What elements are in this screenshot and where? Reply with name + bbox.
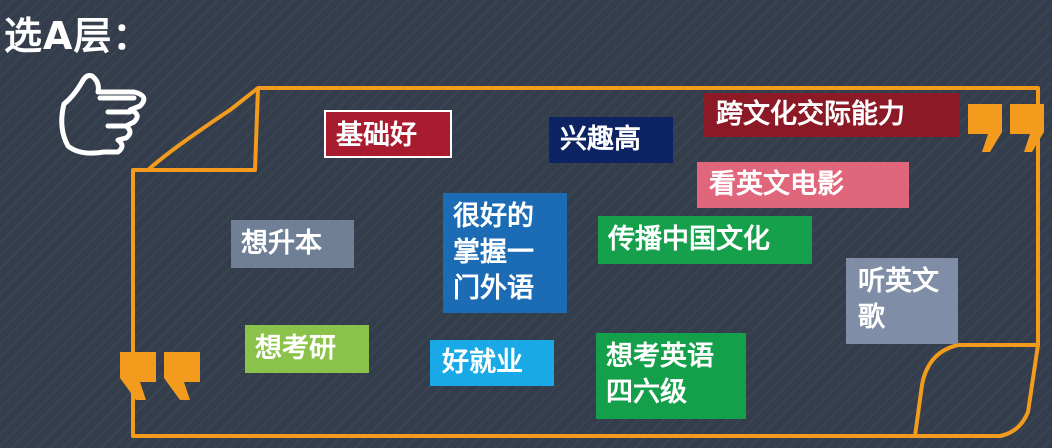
tag-xiangshengben: 想升本 — [231, 220, 354, 268]
page-title: 选A层： — [4, 14, 152, 58]
quote-close-icon — [968, 104, 1044, 152]
tag-haojiuye: 好就业 — [430, 340, 554, 386]
tag-tingyingwen: 听英文歌 — [846, 258, 958, 344]
tag-henhaode: 很好的掌握一门外语 — [443, 193, 567, 313]
tag-xiangkaoyan: 想考研 — [245, 325, 369, 373]
pointing-hand-icon — [59, 73, 147, 156]
tag-xiangkao: 想考英语四六级 — [596, 333, 746, 419]
tag-chuanbo: 传播中国文化 — [598, 216, 812, 264]
tag-jichuhao: 基础好 — [324, 110, 452, 158]
tag-kuawenhua: 跨文化交际能力 — [704, 93, 960, 137]
quote-open-icon — [120, 352, 200, 400]
scroll-frame — [131, 86, 1040, 438]
tag-xingqugao: 兴趣高 — [549, 117, 673, 163]
tag-kanyingwen: 看英文电影 — [697, 162, 909, 208]
